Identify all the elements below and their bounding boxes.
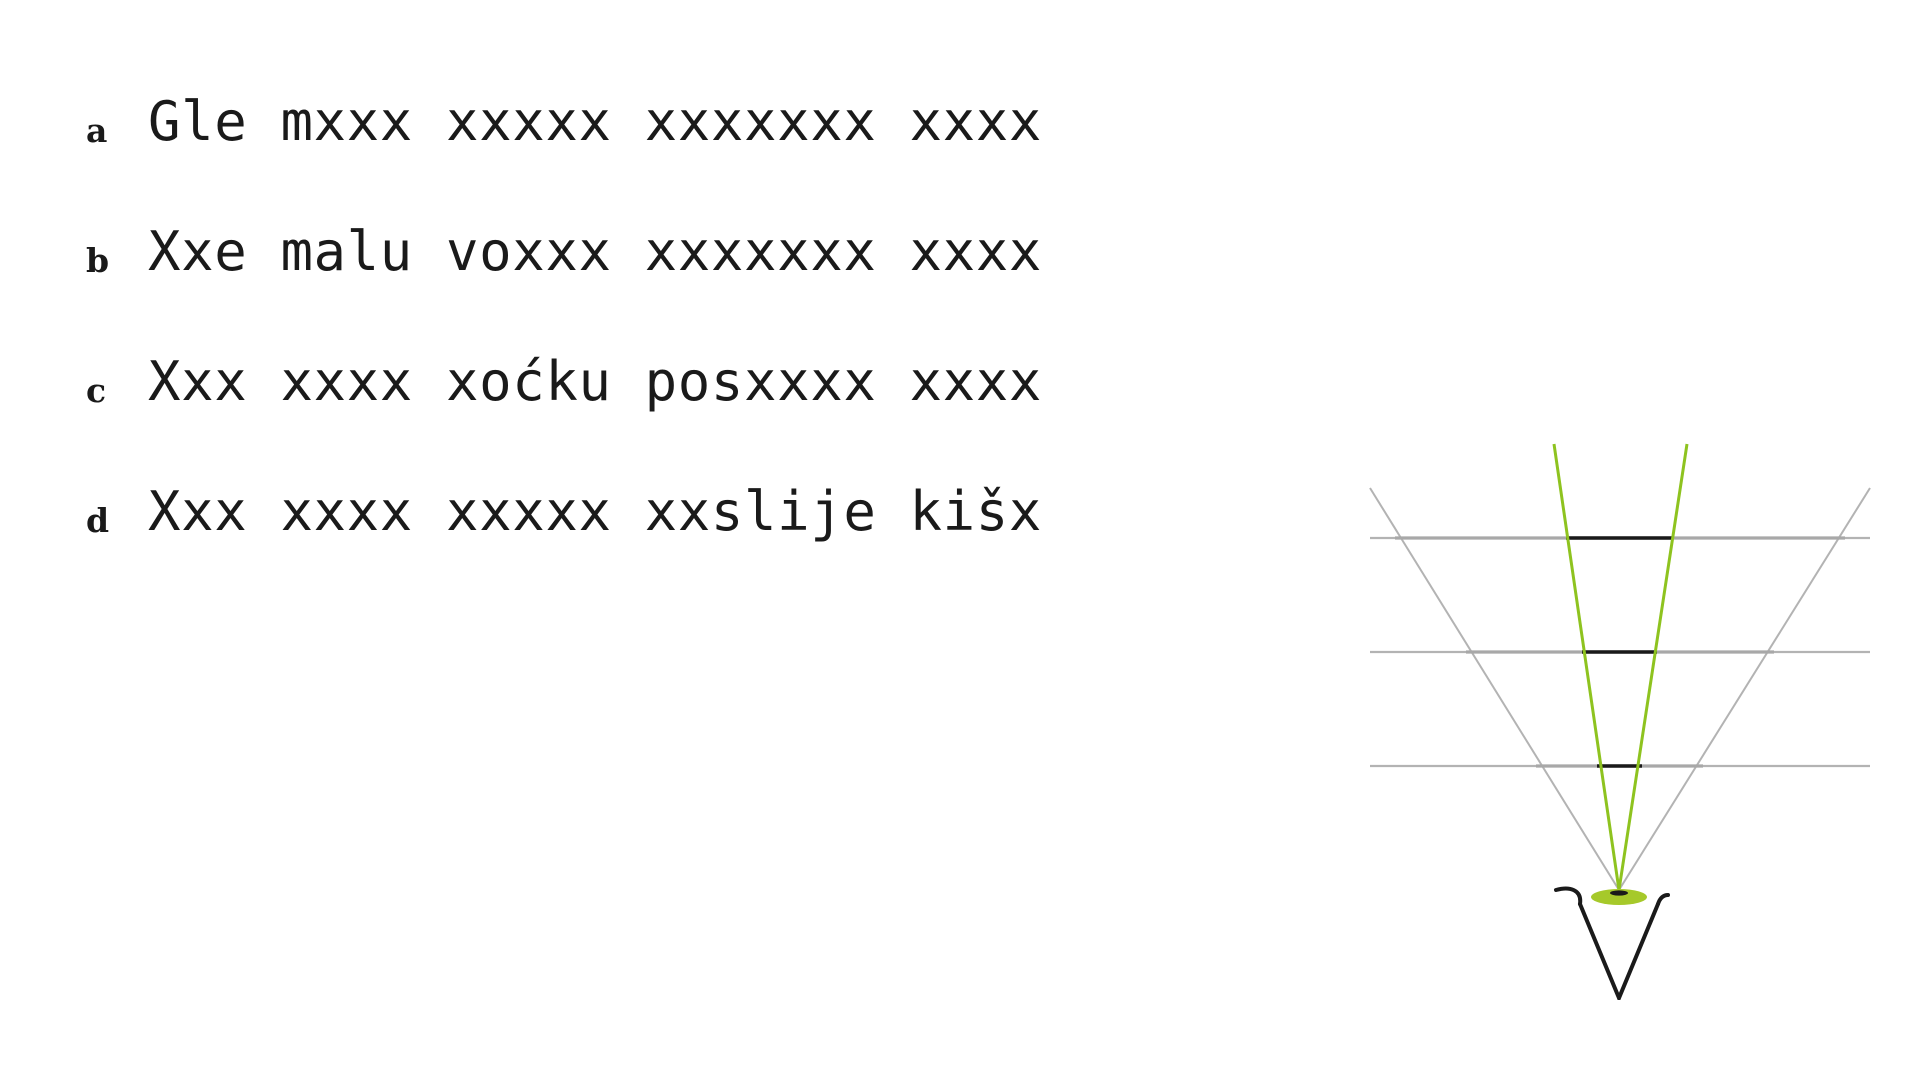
eye-iris xyxy=(1591,889,1647,905)
eye-lid-left xyxy=(1554,886,1583,906)
eye-pupil xyxy=(1610,890,1628,896)
eye-outline xyxy=(1578,902,1660,1000)
line-text-a: Gle mxxx xxxxx xxxxxxx xxxx xyxy=(148,90,1042,153)
line-label-c: c xyxy=(86,371,107,410)
line-label-d: d xyxy=(86,501,110,540)
focus-cone xyxy=(1552,443,1689,891)
focus-cone-right-edge xyxy=(1617,443,1689,891)
line-label-a: a xyxy=(86,111,108,150)
visual-field-diagram xyxy=(1369,443,1871,1000)
focus-spans xyxy=(1566,536,1673,768)
focus-cone-left-edge xyxy=(1552,443,1621,891)
visual-field-right-edge xyxy=(1618,487,1871,891)
line-label-b: b xyxy=(86,241,110,280)
eye-icon xyxy=(1554,886,1670,1000)
visual-field-left-edge xyxy=(1369,487,1620,891)
line-text-b: Xxe malu voxxx xxxxxxx xxxx xyxy=(148,220,1042,283)
visual-field-cone xyxy=(1369,487,1871,891)
eye-lid-right xyxy=(1656,893,1670,906)
line-text-c: Xxx xxxx xoćku posxxxx xxxx xyxy=(148,350,1042,413)
line-text-d: Xxx xxxx xxxxx xxslije kišx xyxy=(148,480,1042,543)
